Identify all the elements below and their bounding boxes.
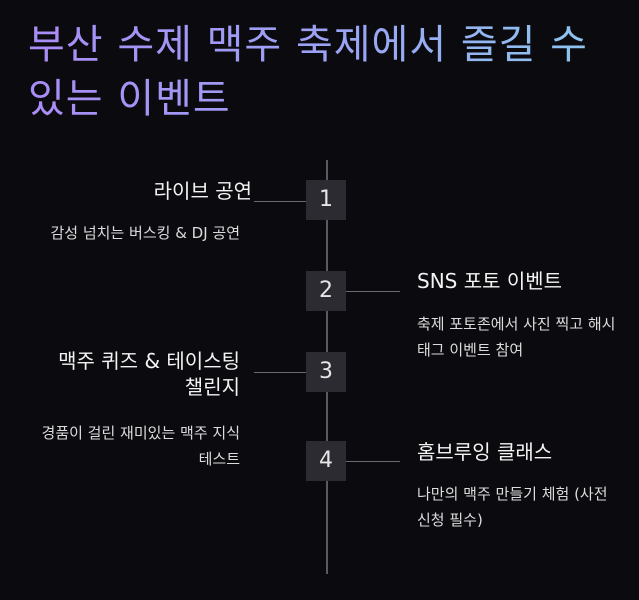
event-1-number: 1 [306, 180, 346, 220]
event-4-number: 4 [306, 441, 346, 481]
event-3-connector [254, 372, 326, 373]
event-2-number: 2 [306, 271, 346, 311]
page-title: 부산 수제 맥주 축제에서 즐길 수 있는 이벤트 [28, 18, 618, 126]
event-2-title: SNS 포토 이벤트 [417, 269, 563, 293]
event-3-number: 3 [306, 352, 346, 392]
event-4-description: 나만의 맥주 만들기 체험 (사전 신청 필수) [417, 485, 608, 529]
event-1-description: 감성 넘치는 버스킹 & DJ 공연 [50, 224, 240, 242]
event-2-description: 축제 포토존에서 사진 찍고 해시태그 이벤트 참여 [417, 315, 616, 359]
event-1-connector [254, 201, 326, 202]
event-4-title: 홈브루잉 클래스 [417, 440, 553, 464]
event-1-title: 라이브 공연 [153, 179, 252, 203]
event-3-title: 맥주 퀴즈 & 테이스팅 챌린지 [58, 349, 240, 399]
event-2-connector [328, 291, 400, 292]
event-3-description: 경품이 걸린 재미있는 맥주 지식 테스트 [41, 424, 240, 468]
event-4-connector [328, 461, 400, 462]
